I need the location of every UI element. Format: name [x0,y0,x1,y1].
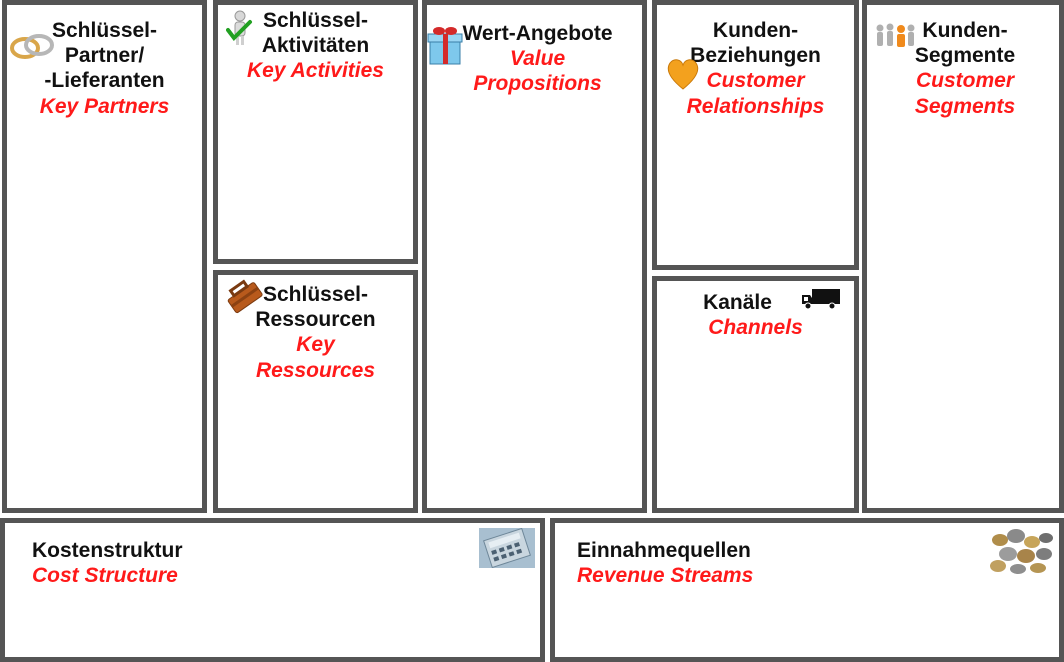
block-customer-segments [862,0,1064,513]
channels-title: Kanäle Channels [660,290,851,340]
block-key-partners [2,0,207,513]
checkmark-figure-icon [226,10,252,45]
key-partners-label-de: Schlüssel- Partner/ -Lieferanten [44,19,165,93]
rings-icon [10,34,54,59]
key-resources-label-en: Key Ressources [255,333,376,382]
customer-relationships-label-de: Kunden- Beziehungen [690,19,821,68]
cost-structure-label-en: Cost Structure [32,564,178,588]
block-channels [652,276,859,513]
customer-segments-label-de: Kunden- Segmente [914,19,1016,68]
block-revenue-streams [550,518,1064,662]
channels-label-de: Kanäle [703,291,772,314]
block-key-resources [213,270,418,513]
people-icon [876,23,915,47]
block-cost-structure [0,518,545,662]
block-customer-relationships [652,0,859,270]
value-propositions-label-de: Wert-Angebote [462,22,613,45]
customer-segments-title: Kunden- Segmente Customer Segments [870,18,1060,119]
calculator-icon [479,528,535,568]
truck-icon [802,289,840,310]
key-resources-label-de: Schlüssel- Ressourcen [255,283,376,332]
key-resources-title: Schlüssel- Ressourcen Key Ressources [223,282,408,383]
toolbox-icon [227,279,263,314]
key-partners-title: Schlüssel- Partner/ -Lieferanten Key Par… [12,18,197,119]
value-propositions-label-en: Value Propositions [473,47,602,96]
gift-icon [427,27,463,65]
customer-relationships-title: Kunden- Beziehungen Customer Relationshi… [660,18,851,119]
customer-relationships-label-en: Customer Relationships [686,69,825,118]
revenue-streams-label-en: Revenue Streams [577,564,754,588]
heart-icon [667,59,699,90]
revenue-streams-label-de: Einnahmequellen [577,539,751,562]
channels-label-en: Channels [708,316,803,340]
revenue-streams-title: Einnahmequellen Revenue Streams [577,538,977,588]
key-activities-label-de: Schlüssel- Aktivitäten [261,9,370,58]
key-partners-label-en: Key Partners [39,94,170,118]
coins-icon [990,529,1053,574]
block-key-activities [213,0,418,264]
key-activities-label-en: Key Activities [247,59,384,83]
key-activities-title: Schlüssel- Aktivitäten Key Activities [223,8,408,84]
cost-structure-title: Kostenstruktur Cost Structure [32,538,432,588]
value-propositions-title: Wert-Angebote Value Propositions [430,21,645,97]
customer-segments-label-en: Customer Segments [914,69,1016,118]
cost-structure-label-de: Kostenstruktur [32,539,183,562]
block-value-propositions [422,0,647,513]
